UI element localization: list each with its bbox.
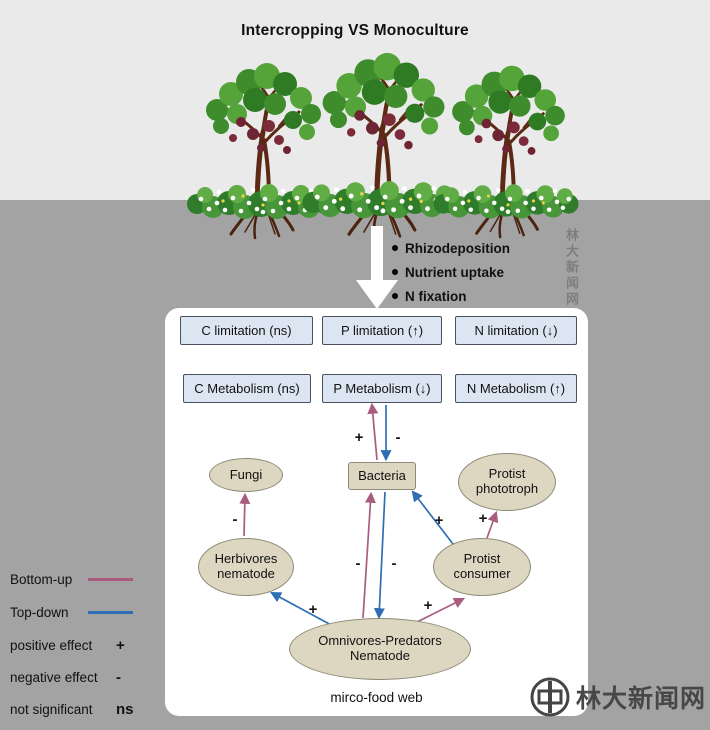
bottom-up-line-swatch [88, 577, 133, 581]
edge-omnivores-bacteria [362, 491, 376, 619]
figure-title: Intercropping VS Monoculture [241, 22, 469, 39]
edge-sign: - [396, 429, 401, 446]
edge-sign: - [356, 555, 361, 572]
edge-sign: + [424, 597, 433, 614]
p-metabolism-box: P Metabolism (↓) [322, 374, 442, 403]
bullet-icon [392, 293, 398, 299]
edge-herbivores-fungi [239, 492, 251, 537]
edge-omnivores-protistconsumer [416, 598, 465, 623]
legend-positive-effect: positive effect + [10, 636, 125, 654]
n-metabolism-box: N Metabolism (↑) [455, 374, 577, 403]
legend-negative-effect: negative effect - [10, 668, 121, 686]
bullet-label: N fixation [405, 288, 467, 304]
watermark: 林大新闻网 [529, 676, 706, 718]
legend-top-down: Top-down [10, 603, 133, 621]
bullet-icon [392, 245, 398, 251]
watermark-text: 林大新闻网 [575, 685, 706, 713]
intercropping-trees-illustration [0, 40, 710, 252]
c-metabolism-box: C Metabolism (ns) [183, 374, 311, 403]
bullet-item: Nutrient uptake [392, 260, 510, 284]
watermark-logo-icon [530, 677, 570, 717]
edge-phototroph-protistconsumer [486, 510, 499, 539]
edge-bacteria-pmetabolism [367, 402, 379, 461]
fungi-node: Fungi [209, 458, 283, 492]
legend-label: Bottom-up [10, 571, 73, 587]
n-limitation-box: N limitation (↓) [455, 316, 577, 345]
legend-label: positive effect [10, 637, 93, 653]
herbivores-nematode-node: Herbivores nematode [198, 538, 294, 596]
bullet-icon [392, 269, 398, 275]
legend-not-significant: not significant ns [10, 700, 134, 718]
bullet-label: Rhizodeposition [405, 240, 510, 256]
p-limitation-box: P limitation (↑) [322, 316, 442, 345]
process-bullet-list: Rhizodeposition Nutrient uptake N fixati… [392, 236, 510, 308]
legend-bottom-up: Bottom-up [10, 570, 133, 588]
edge-sign: + [355, 429, 364, 446]
legend-label: Top-down [10, 604, 69, 620]
panel-caption: mirco-food web [330, 690, 423, 705]
c-limitation-box: C limitation (ns) [180, 316, 313, 345]
protist-phototroph-node: Protist phototroph [458, 453, 556, 511]
minus-symbol: - [116, 668, 121, 686]
legend-label: negative effect [10, 669, 98, 685]
ns-symbol: ns [116, 700, 134, 718]
edge-sign: - [233, 511, 238, 528]
edge-sign: + [479, 510, 488, 527]
bullet-item: N fixation [392, 284, 510, 308]
watermark-vertical: 林大新闻网 [564, 228, 579, 308]
bullet-label: Nutrient uptake [405, 264, 505, 280]
top-down-line-swatch [88, 610, 133, 614]
legend-label: not significant [10, 701, 93, 717]
bacteria-node: Bacteria [348, 462, 416, 490]
edge-sign: + [309, 601, 318, 618]
protist-consumer-node: Protist consumer [433, 538, 531, 596]
bullet-item: Rhizodeposition [392, 236, 510, 260]
edge-bacteria-omnivores [373, 491, 386, 620]
edge-sign: + [435, 512, 444, 529]
plus-symbol: + [116, 636, 125, 654]
down-arrow-icon [356, 226, 398, 309]
micro-food-web-panel: C limitation (ns) P limitation (↑) N lim… [165, 308, 588, 716]
omnivores-predators-node: Omnivores-Predators Nematode [289, 618, 471, 680]
edge-protistconsumer-bacteria [411, 490, 454, 545]
edge-sign: - [392, 555, 397, 572]
edge-omnivores-herbivores [270, 591, 334, 627]
